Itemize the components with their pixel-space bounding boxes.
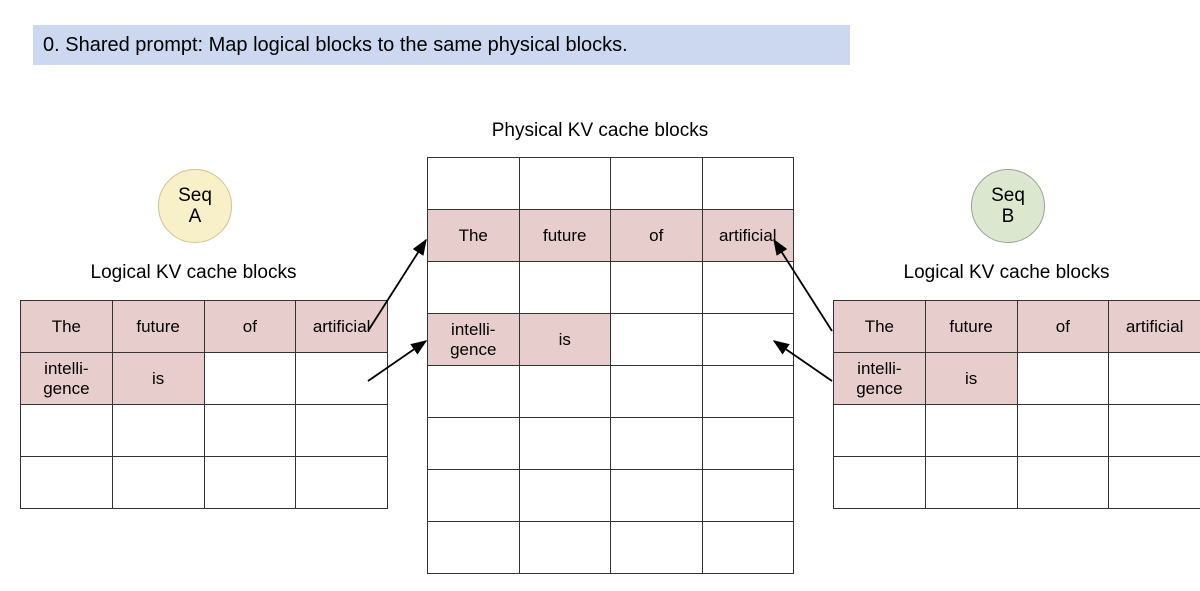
kv-block-cell: The [427,209,520,262]
kv-block-cell [701,365,794,418]
table-row [20,404,388,457]
logical-right-table-caption: Logical KV cache blocks [903,262,1110,283]
kv-block-cell [427,469,520,522]
seq-a-badge: Seq A [158,169,232,243]
kv-block-cell [924,456,1018,509]
kv-block-cell: intelli-gence [20,352,113,405]
kv-block-cell [833,404,926,457]
kv-block-cell [924,404,1018,457]
kv-block-cell [1016,352,1110,405]
kv-block-cell [427,157,520,210]
kv-block-cell [203,456,297,509]
kv-block-cell [610,313,703,366]
table-row [427,365,794,418]
table-row [427,261,794,314]
kv-block-cell [295,456,388,509]
kv-block-cell [427,261,520,314]
kv-block-cell [1108,352,1200,405]
kv-block-cell [610,365,703,418]
kv-block-cell [1108,456,1200,509]
kv-block-cell [701,469,794,522]
kv-block-cell [701,261,794,314]
kv-block-cell [427,521,520,574]
kv-block-cell: of [203,300,297,353]
kv-block-cell [518,469,611,522]
kv-block-cell [610,521,703,574]
kv-block-cell: is [924,352,1018,405]
kv-block-cell: future [111,300,205,353]
table-row [833,456,1200,509]
kv-block-cell [518,365,611,418]
kv-block-cell [295,352,388,405]
kv-block-cell: The [833,300,926,353]
logical-left-table-caption: Logical KV cache blocks [90,262,297,283]
kv-block-cell: of [610,209,703,262]
kv-block-cell: is [111,352,205,405]
kv-block-cell [610,261,703,314]
kv-block-cell [518,157,611,210]
table-row [427,157,794,210]
seq-b-label-line2: B [1001,206,1015,227]
kv-block-cell: artificial [295,300,388,353]
kv-block-cell [610,417,703,470]
kv-block-cell [701,417,794,470]
kv-block-cell: intelli-gence [427,313,520,366]
kv-block-cell: of [1016,300,1110,353]
table-row [427,417,794,470]
kv-block-cell [701,521,794,574]
prompt-banner-text: 0. Shared prompt: Map logical blocks to … [43,34,628,56]
kv-block-cell [203,404,297,457]
kv-block-cell [295,404,388,457]
kv-block-cell [610,157,703,210]
seq-a-label-line1: Seq [178,184,212,206]
kv-block-cell [518,521,611,574]
kv-block-cell [20,404,113,457]
kv-block-cell: future [518,209,611,262]
kv-block-cell: future [924,300,1018,353]
kv-block-cell: intelli-gence [833,352,926,405]
kv-block-cell [427,365,520,418]
kv-block-cell [701,157,794,210]
kv-block-cell [20,456,113,509]
kv-block-cell: artificial [1108,300,1200,353]
kv-block-cell [111,404,205,457]
kv-block-cell [427,417,520,470]
kv-block-cell [518,261,611,314]
kv-block-cell: artificial [701,209,794,262]
seq-b-badge: Seq B [971,169,1045,243]
table-row [427,521,794,574]
kv-block-cell [1016,404,1110,457]
table-row [427,469,794,522]
kv-block-cell: is [518,313,611,366]
kv-block-cell [203,352,297,405]
kv-block-cell [833,456,926,509]
kv-block-cell [518,417,611,470]
physical-table-caption: Physical KV cache blocks [491,120,709,141]
kv-block-cell [1108,404,1200,457]
table-row [833,404,1200,457]
prompt-banner: 0. Shared prompt: Map logical blocks to … [33,25,850,65]
kv-block-cell [111,456,205,509]
seq-b-label-line1: Seq [991,184,1025,206]
kv-block-cell: The [20,300,113,353]
table-row [20,456,388,509]
seq-a-label-line2: A [188,206,202,227]
kv-block-cell [701,313,794,366]
kv-block-cell [610,469,703,522]
kv-block-cell [1016,456,1110,509]
